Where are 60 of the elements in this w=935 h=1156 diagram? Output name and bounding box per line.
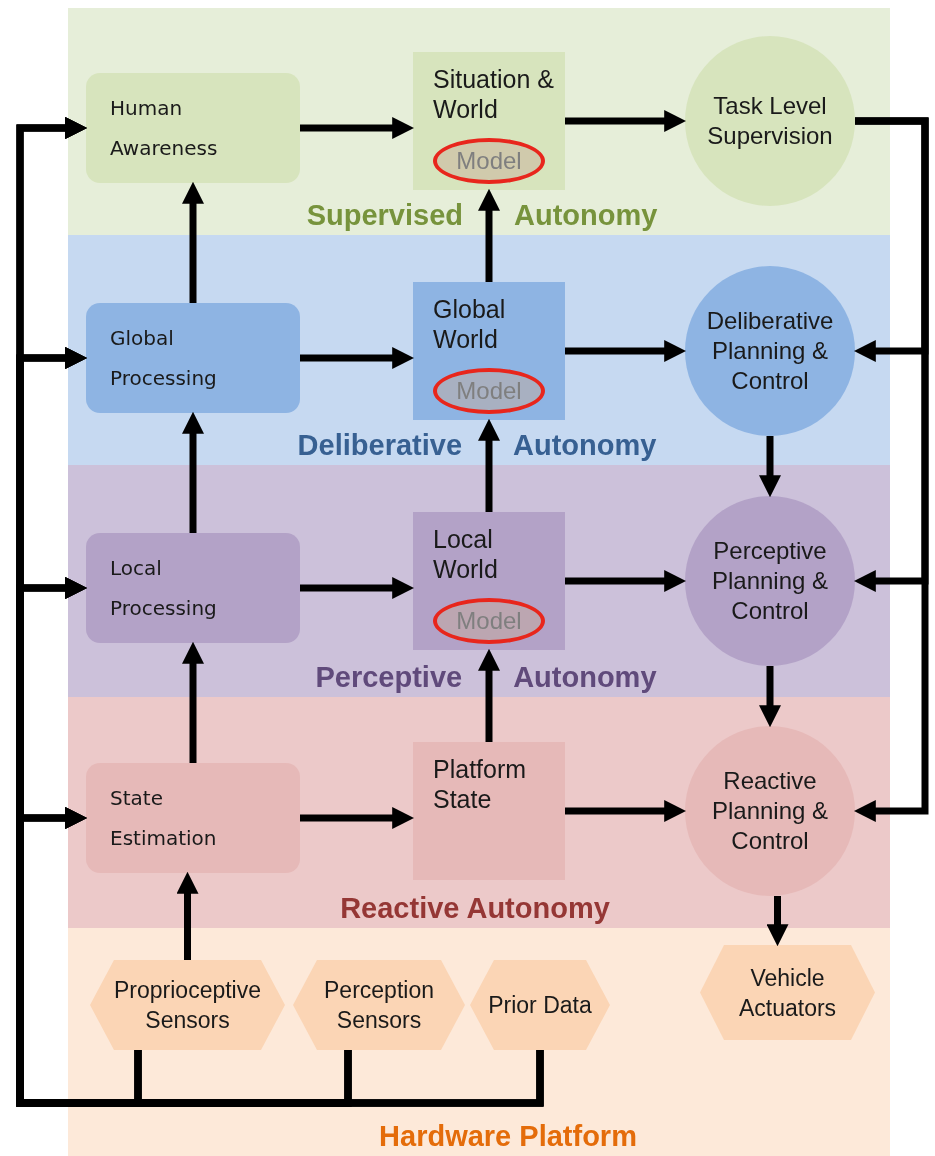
input-hexagon (700, 945, 875, 1040)
arrow (300, 807, 415, 829)
arrow (565, 800, 687, 822)
arrow (759, 666, 781, 728)
layer-band (68, 697, 890, 928)
arrow (766, 896, 789, 947)
arrow (300, 117, 415, 139)
layer-title: Supervised Autonomy (306, 198, 658, 232)
arrow (182, 641, 204, 763)
layer-title: Reactive Autonomy (340, 891, 610, 925)
box-label: Model (456, 606, 522, 636)
layer-band (68, 8, 890, 235)
arrow (478, 418, 500, 512)
arrow (182, 181, 204, 303)
box-label: Vehicle Actuators (737, 963, 838, 1023)
layer-title: Hardware Platform (379, 1119, 637, 1153)
arrow (565, 110, 687, 132)
box-label: Global Processing (110, 325, 218, 392)
arrow (182, 411, 204, 533)
model-box (413, 282, 565, 420)
process-box (86, 533, 300, 643)
arrow (300, 577, 415, 599)
box-label: Perception Sensors (323, 976, 435, 1035)
box-label: Local Processing (110, 555, 218, 622)
box-label: Platform State (433, 755, 527, 813)
box-label: Perceptive Planning & Control (710, 536, 830, 626)
box-label: Local World (433, 525, 498, 583)
layer-band (68, 465, 890, 697)
box-label: Prior Data (488, 991, 592, 1020)
arrow (759, 436, 781, 498)
box-label: Situation & World (433, 65, 554, 123)
layer-band (68, 235, 890, 465)
process-box (86, 73, 300, 183)
box-label: Reactive Planning & Control (710, 766, 830, 856)
input-hexagon (293, 960, 465, 1050)
arrow (853, 117, 929, 822)
layer-band (68, 928, 890, 1156)
box-label: Model (456, 376, 522, 406)
process-box (86, 303, 300, 413)
box-label: State Estimation (110, 785, 218, 852)
process-box (86, 763, 300, 873)
layer-title: Deliberative Autonomy (297, 428, 657, 462)
box-label: Human Awareness (110, 95, 219, 162)
layer-title: Perceptive Autonomy (315, 660, 657, 694)
box-label: Model (456, 146, 522, 176)
box-label: Task Level Supervision (706, 91, 834, 151)
input-hexagon (90, 960, 285, 1050)
arrow (300, 347, 415, 369)
box-label: Global World (433, 295, 506, 353)
arrow (478, 648, 500, 742)
arrow (176, 871, 199, 960)
arrow (565, 340, 687, 362)
model-box (413, 52, 565, 190)
model-box (413, 742, 565, 880)
box-label: Proprioceptive Sensors (113, 976, 262, 1035)
model-box (413, 512, 565, 650)
input-hexagon (470, 960, 610, 1050)
arrow (478, 188, 500, 282)
arrow (565, 570, 687, 592)
box-label: Deliberative Planning & Control (705, 306, 835, 396)
